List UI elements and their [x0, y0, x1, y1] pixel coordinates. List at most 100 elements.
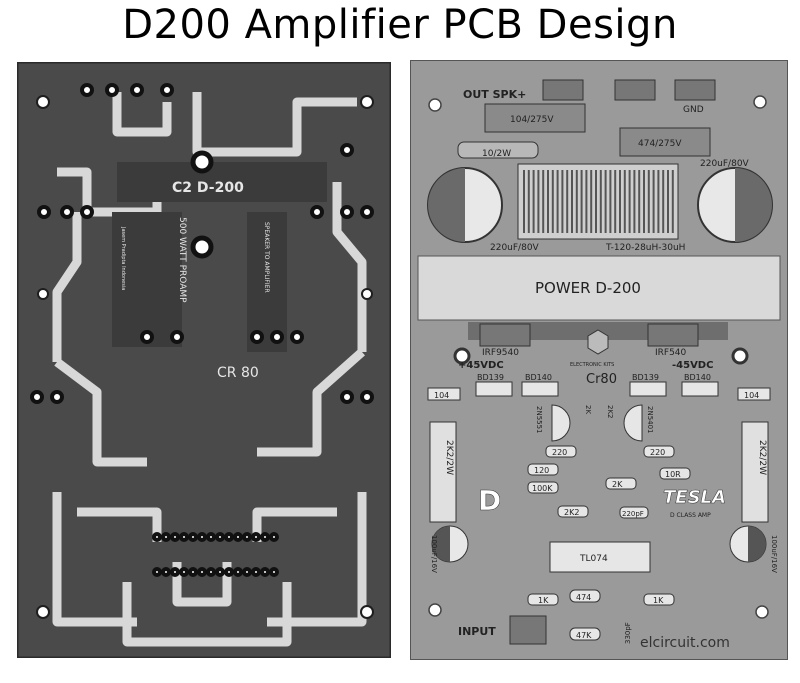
- res-2k2-small: 2K2: [564, 508, 579, 517]
- ic-pad: [251, 567, 261, 577]
- res-2k-b: 2K: [584, 405, 592, 414]
- ic-pad: [215, 532, 225, 542]
- res-1k-a: 1K: [538, 596, 549, 605]
- res-2k: 2K: [612, 480, 623, 489]
- ic-pad: [170, 567, 180, 577]
- ic-pad: [269, 532, 279, 542]
- ic-pad: [242, 567, 252, 577]
- solder-pads-large: [190, 150, 214, 259]
- cap-104-right: 104: [744, 391, 759, 400]
- power-label: POWER D-200: [535, 279, 641, 297]
- cap-220uf-left: 220uF/80V: [490, 243, 540, 253]
- res-2k2-left: 2K2/2W: [444, 440, 454, 475]
- res-10r: 10R: [665, 470, 681, 479]
- solder-pad: [37, 205, 51, 219]
- solder-pad: [270, 330, 284, 344]
- solder-pad: [310, 205, 324, 219]
- electronic-kits-label: ELECTRONIC KITS: [570, 362, 614, 368]
- solder-pad: [160, 83, 174, 97]
- logo-d: D: [478, 484, 501, 517]
- cap-100uf-left: 100uF/16V: [430, 535, 438, 573]
- silkscreen-block: [117, 162, 327, 202]
- watermark-text: elcircuit.com: [640, 635, 730, 651]
- tl074-label: TL074: [579, 554, 608, 564]
- cr80-label: CR 80: [217, 365, 259, 381]
- input-label: INPUT: [458, 625, 496, 638]
- ic-pad: [269, 567, 279, 577]
- cap-220pf: 220pF: [622, 510, 644, 518]
- solder-pad: [130, 83, 144, 97]
- solder-pad: [360, 390, 374, 404]
- solder-pads: [30, 83, 374, 577]
- ic-pad: [215, 567, 225, 577]
- cap-100uf-right: 100uF/16V: [770, 535, 778, 573]
- ic-pad: [188, 567, 198, 577]
- res-220-a: 220: [552, 448, 567, 457]
- ic-pad: [197, 532, 207, 542]
- cap-330pf: 330pF: [624, 622, 632, 644]
- ic-pad: [161, 567, 171, 577]
- irf9540-label: IRF9540: [482, 348, 519, 358]
- solder-pad: [250, 330, 264, 344]
- solder-pad: [340, 143, 354, 157]
- vdc-neg-label: -45VDC: [672, 360, 713, 371]
- solder-pad: [290, 330, 304, 344]
- res-2k2-vert: 2K2: [606, 405, 614, 419]
- solder-pad: [30, 390, 44, 404]
- ic-pad: [206, 532, 216, 542]
- out-spk-label: OUT SPK+: [463, 88, 526, 101]
- bd139-right-label: BD139: [632, 373, 659, 382]
- page-title: D200 Amplifier PCB Design: [122, 2, 678, 48]
- ic-pad: [233, 532, 243, 542]
- bd140-left-label: BD140: [525, 373, 552, 382]
- pcb-solder-side-photo: C2 D-200 CR 80 500 WATT PROAMP SPEAKER T…: [17, 62, 391, 658]
- ic-pad: [224, 567, 234, 577]
- inductor-label: T-120-28uH-30uH: [605, 243, 685, 253]
- gnd-label: GND: [683, 105, 704, 115]
- ic-pad: [179, 567, 189, 577]
- ic-pad: [161, 532, 171, 542]
- solder-pad: [340, 205, 354, 219]
- res-220-b: 220: [650, 448, 665, 457]
- ic-pad: [242, 532, 252, 542]
- ic-pad: [233, 567, 243, 577]
- solder-pad: [80, 83, 94, 97]
- vdc-pos-label: +45VDC: [458, 360, 504, 371]
- ic-pad: [260, 532, 270, 542]
- solder-pad: [170, 330, 184, 344]
- tesla-logo: TESLA: [663, 487, 726, 508]
- 2n5551-label: 2N5551: [535, 406, 543, 434]
- cr80-label: Cr80: [586, 372, 617, 387]
- ic-pad: [206, 567, 216, 577]
- res-2k2-right: 2K2/2W: [757, 440, 767, 475]
- res-47k: 47K: [576, 631, 592, 640]
- cap-474-275v: 474/275V: [638, 139, 682, 149]
- solder-pad: [140, 330, 154, 344]
- d-class-label: D CLASS AMP: [670, 512, 711, 519]
- bd140-right-label: BD140: [684, 373, 711, 382]
- pcb-component-side-photo: OUT SPK+ GND 104/275V 474/275V 10/2W 220…: [410, 60, 788, 660]
- ic-pad: [152, 532, 162, 542]
- ic-pad: [188, 532, 198, 542]
- ic-pad: [152, 567, 162, 577]
- bd139-left-label: BD139: [477, 373, 504, 382]
- solder-pad: [80, 205, 94, 219]
- res-120: 120: [534, 466, 549, 475]
- proamp-text: 500 WATT PROAMP: [177, 217, 187, 303]
- solder-pad: [105, 83, 119, 97]
- res-1k-b: 1K: [653, 596, 664, 605]
- cap-474: 474: [576, 593, 591, 602]
- ic-pad: [197, 567, 207, 577]
- cap-104-left: 104: [434, 391, 449, 400]
- solder-pad: [60, 205, 74, 219]
- ic-pad: [224, 532, 234, 542]
- ic-pad: [179, 532, 189, 542]
- ic-pad: [251, 532, 261, 542]
- irf540-label: IRF540: [655, 348, 687, 358]
- 2n5401-label: 2N5401: [646, 406, 654, 434]
- solder-pad: [340, 390, 354, 404]
- board-code-label: C2 D-200: [172, 180, 244, 196]
- res-10-2w: 10/2W: [482, 149, 511, 159]
- ic-pad: [260, 567, 270, 577]
- credit-text: Jasem Pradipta Indonesia: [120, 226, 126, 290]
